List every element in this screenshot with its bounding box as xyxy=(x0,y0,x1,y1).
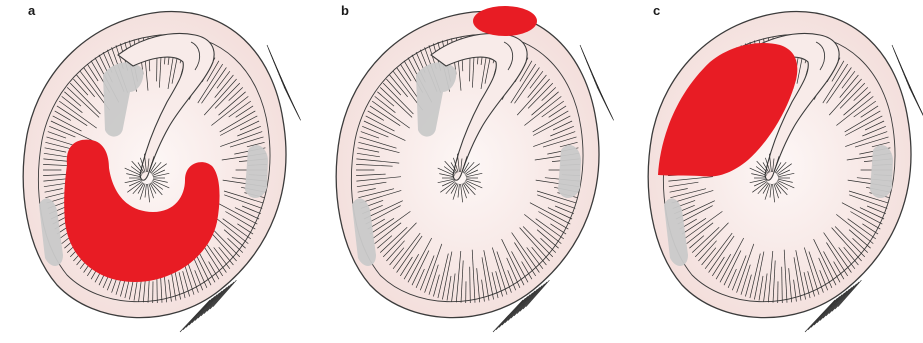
highlight-region xyxy=(473,6,537,36)
panel-c: c xyxy=(630,0,923,343)
panel-label-a: a xyxy=(28,4,35,17)
panel-b: b xyxy=(318,0,618,343)
ridge-line xyxy=(284,87,301,121)
panel-a: a xyxy=(5,0,305,343)
panel-label-c: c xyxy=(653,4,660,17)
shell-illustration-c xyxy=(630,0,923,343)
grey-patch-right xyxy=(245,145,268,198)
ridge-line xyxy=(909,87,923,121)
grey-patch-right xyxy=(870,145,893,198)
panel-label-b: b xyxy=(341,4,349,17)
ridge-line xyxy=(597,87,614,121)
shell-illustration-b xyxy=(318,0,618,343)
shell-illustration-a xyxy=(5,0,305,343)
grey-patch-right xyxy=(558,145,581,198)
